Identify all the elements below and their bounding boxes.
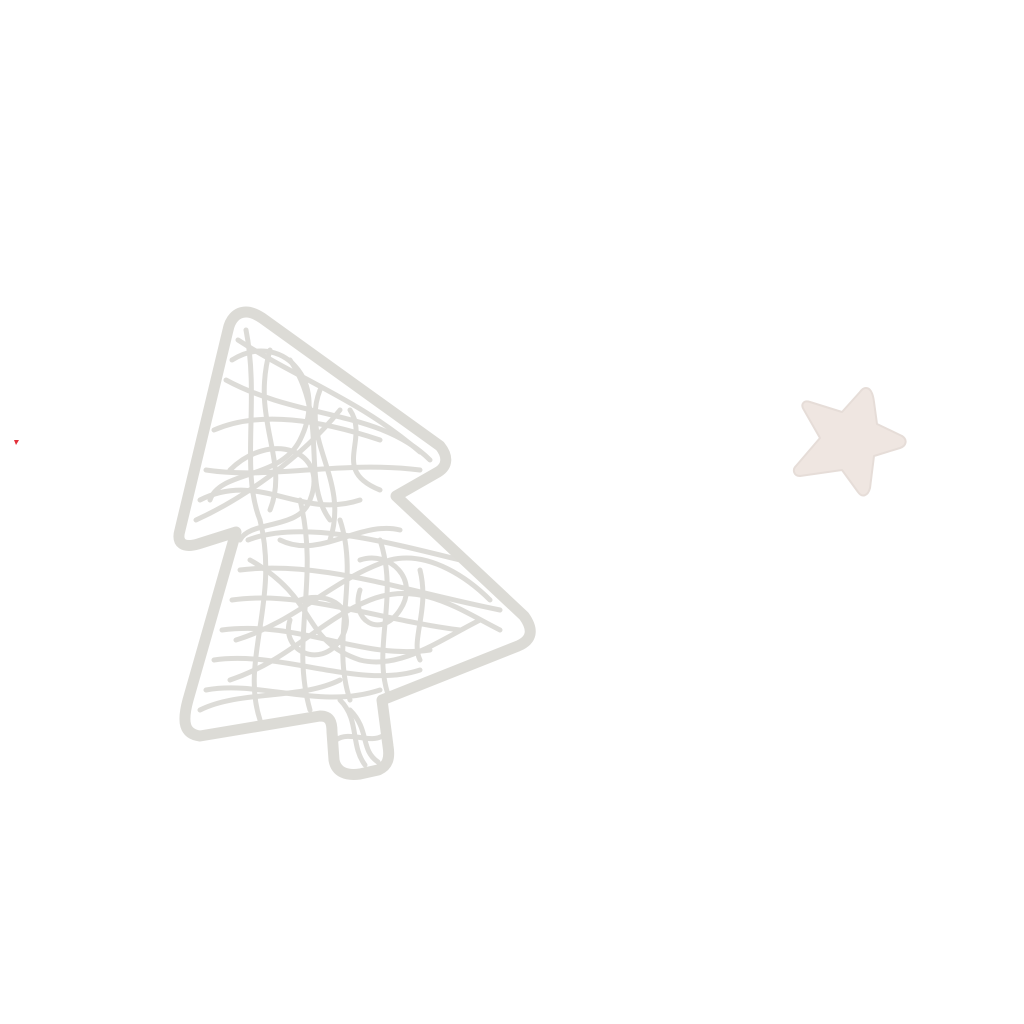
- tree-outline: [173, 306, 536, 780]
- tree-scribble-fill: [193, 327, 503, 768]
- tiny-red-mark-icon: [14, 440, 19, 445]
- scribble-christmas-tree-icon: [173, 306, 536, 780]
- star-icon: [792, 387, 907, 497]
